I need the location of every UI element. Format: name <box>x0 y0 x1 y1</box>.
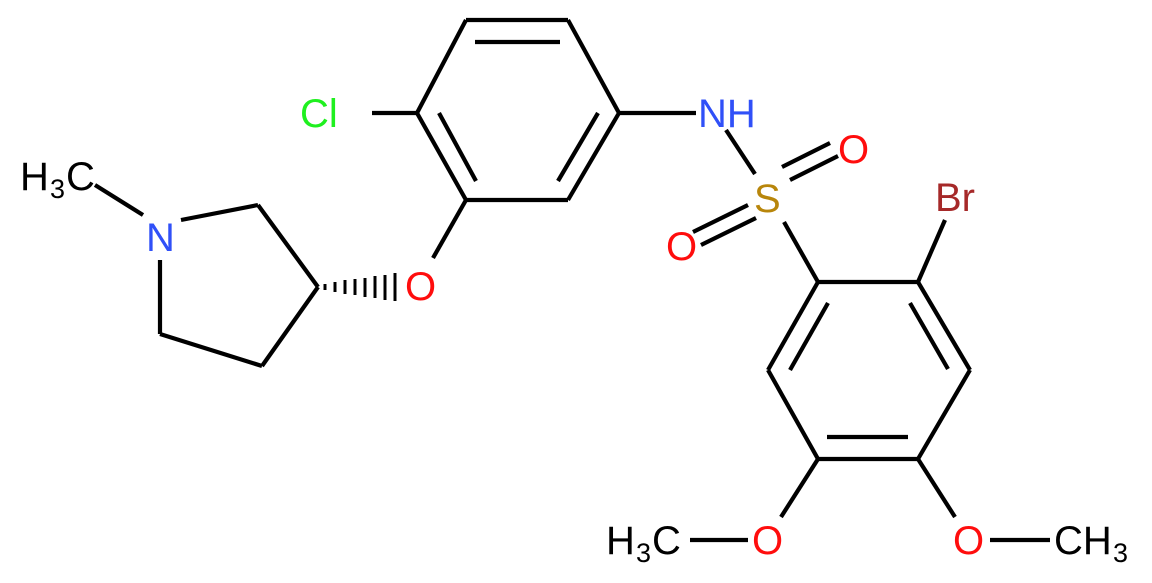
bromine-atom: Br <box>935 176 975 220</box>
methoxy-left-oxygen: O <box>752 519 783 563</box>
methoxy-right-subscript: 3 <box>1113 538 1128 568</box>
chlorine-atom: Cl <box>300 92 338 136</box>
n-methyl-h: H <box>20 155 49 199</box>
bonds <box>93 17 1050 543</box>
methoxy-left-h: H <box>606 519 635 563</box>
sulfonyl-oxygen-top: O <box>838 128 869 172</box>
methoxy-right-ch: CH <box>1054 519 1112 563</box>
atom-labels: Cl NH S O O Br O N H 3 C H 3 C O O CH 3 <box>20 92 1128 568</box>
ether-oxygen: O <box>405 265 436 309</box>
ring-nitrogen: N <box>146 216 175 260</box>
methoxy-left-c: C <box>652 519 681 563</box>
methoxy-left-subscript: 3 <box>636 538 651 568</box>
sulfur-atom: S <box>754 177 781 221</box>
methoxy-right-oxygen: O <box>953 519 984 563</box>
sulfonyl-oxygen-left: O <box>666 225 697 269</box>
n-methyl-subscript: 3 <box>50 174 65 204</box>
n-methyl-c: C <box>66 155 95 199</box>
nh-group: NH <box>698 92 756 136</box>
hashed-wedge-bond <box>323 273 397 301</box>
